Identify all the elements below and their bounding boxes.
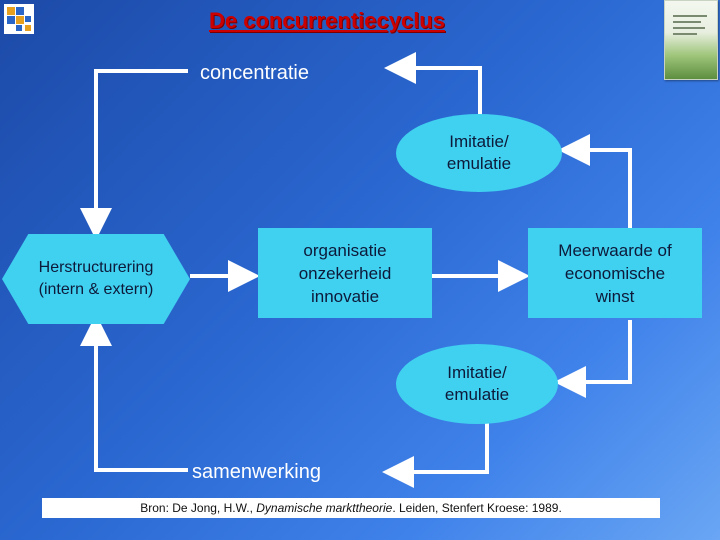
- node-imitatie-top: Imitatie/ emulatie: [396, 114, 562, 192]
- node-meerwaarde-line2: economische: [564, 263, 666, 283]
- logo-icon: [4, 4, 34, 34]
- book-cover-thumbnail: [664, 0, 718, 80]
- arrow-samenwerking-to-herstructurering: [80, 314, 188, 472]
- source-suffix: . Leiden, Stenfert Kroese: 1989.: [392, 501, 562, 515]
- source-citation: Bron: De Jong, H.W., Dynamische marktthe…: [42, 498, 660, 518]
- arrow-meerwaarde-to-imitatie-top: [558, 134, 632, 228]
- arrow-imitatie-to-samenwerking: [382, 414, 489, 488]
- page-title: De concurrentiecyclus: [209, 8, 445, 33]
- node-herstructurering: Herstructurering (intern & extern): [2, 234, 190, 324]
- node-imitatie-top-line1: Imitatie/: [449, 132, 509, 151]
- source-prefix: Bron: De Jong, H.W.,: [140, 501, 257, 515]
- node-meerwaarde-line1: Meerwaarde of: [558, 240, 672, 260]
- node-meerwaarde-line3: winst: [595, 286, 635, 306]
- node-concentratie: concentratie: [200, 62, 309, 84]
- node-organisatie: organisatie onzekerheid innovatie: [258, 228, 432, 318]
- node-samenwerking: samenwerking: [192, 461, 321, 483]
- node-organisatie-line3: innovatie: [310, 286, 380, 306]
- node-herstructurering-line1: Herstructurering: [38, 259, 154, 276]
- arrow-concentratie-to-herstructurering: [80, 69, 188, 240]
- node-organisatie-line2: onzekerheid: [298, 263, 392, 283]
- node-imitatie-bottom-line2: emulatie: [444, 385, 510, 404]
- arrow-imitatie-to-concentratie: [384, 52, 482, 128]
- node-herstructurering-line2: (intern & extern): [38, 281, 154, 298]
- node-meerwaarde: Meerwaarde of economische winst: [528, 228, 702, 318]
- node-imitatie-bottom: Imitatie/ emulatie: [396, 344, 558, 424]
- node-imitatie-top-line2: emulatie: [446, 154, 512, 173]
- node-organisatie-line1: organisatie: [303, 240, 387, 260]
- source-book-title: Dynamische markttheorie: [256, 501, 393, 515]
- node-imitatie-bottom-line1: Imitatie/: [447, 363, 507, 382]
- arrow-meerwaarde-to-imitatie-bottom: [554, 320, 632, 398]
